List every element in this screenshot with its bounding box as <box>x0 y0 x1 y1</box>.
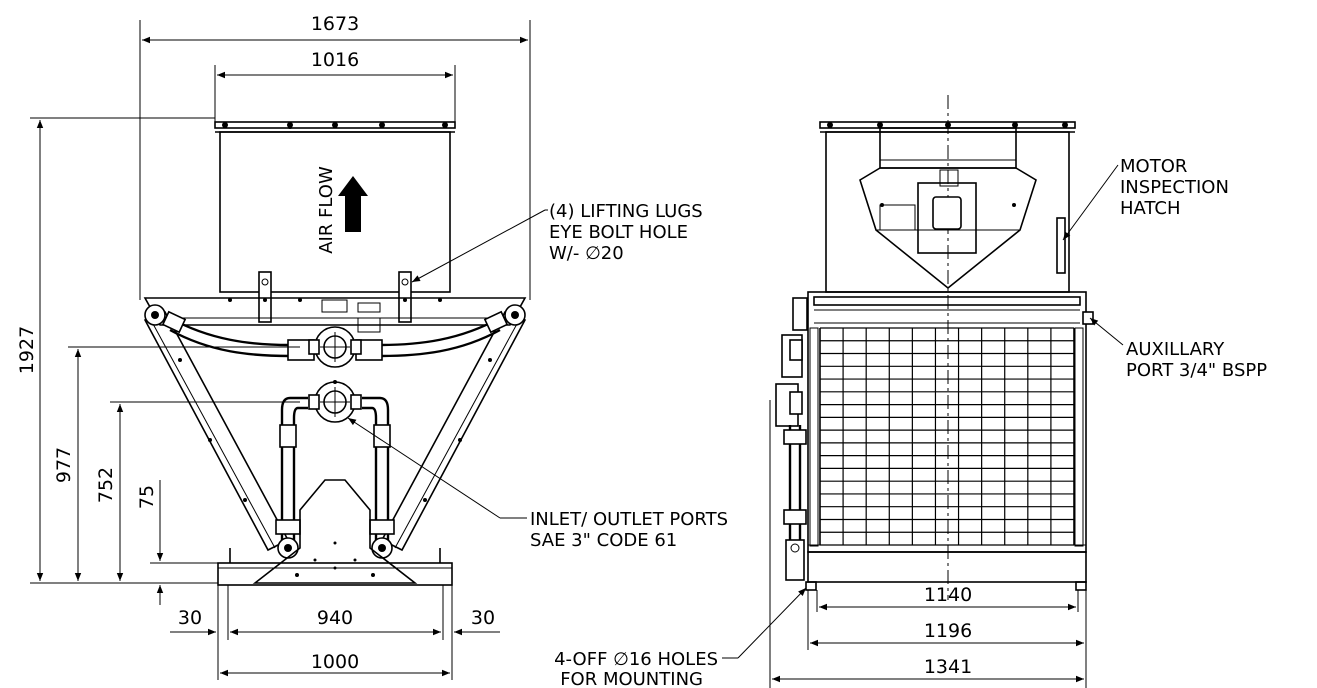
dim-label-752: 752 <box>95 467 117 503</box>
motor-note-line-2: INSPECTION <box>1120 177 1229 198</box>
mounting-note-line-1: 4-OFF ∅16 HOLES <box>554 649 718 670</box>
mounting-callout: 4-OFF ∅16 HOLES FOR MOUNTING <box>554 587 807 688</box>
dim-overall-height: 1927 <box>16 117 218 584</box>
side-fittings <box>775 297 808 581</box>
dim-label-977: 977 <box>53 447 75 483</box>
dim-overall-width: 1673 <box>139 13 531 300</box>
ports-note-line-2: SAE 3" CODE 61 <box>530 530 677 551</box>
aux-port-callout: AUXILLARY PORT 3/4" BSPP <box>1089 317 1267 381</box>
lifting-lugs-line-2: EYE BOLT HOLE <box>549 222 688 243</box>
lower-port-flange <box>308 380 362 423</box>
dim-upper-port-height: 977 <box>53 346 300 581</box>
dim-label-30-left: 30 <box>178 607 202 629</box>
dim-label-1000: 1000 <box>311 651 359 673</box>
dim-plenum-width: 1016 <box>214 49 456 125</box>
dim-bottom-row: 30 940 30 1000 <box>170 585 500 680</box>
lifting-lugs-line-1: (4) LIFTING LUGS <box>549 201 703 222</box>
support-leg-right <box>380 304 527 552</box>
aux-note-line-2: PORT 3/4" BSPP <box>1126 360 1267 381</box>
dim-label-940: 940 <box>317 607 353 629</box>
ports-note-line-1: INLET/ OUTLET PORTS <box>530 509 728 530</box>
aux-note-line-1: AUXILLARY <box>1126 339 1225 360</box>
mounting-note-line-2: FOR MOUNTING <box>560 669 703 688</box>
support-leg-left <box>143 304 290 552</box>
fan-motor-housing <box>859 127 1037 290</box>
auxiliary-port <box>1082 311 1094 325</box>
frame-beam <box>143 297 527 333</box>
motor-hatch-callout: MOTOR INSPECTION HATCH <box>1062 156 1229 241</box>
airflow-arrow: AIR FLOW <box>316 166 368 254</box>
dim-label-1196: 1196 <box>924 620 972 642</box>
dim-label-1140: 1140 <box>924 584 972 606</box>
fan-plenum <box>214 121 456 293</box>
side-dims: 1140 1196 1341 <box>769 400 1087 688</box>
lifting-lugs-line-3: W/- ∅20 <box>549 243 624 264</box>
motor-note-line-1: MOTOR <box>1120 156 1187 177</box>
dim-label-1673: 1673 <box>311 13 359 35</box>
motor-note-line-3: HATCH <box>1120 198 1181 219</box>
dim-label-1341: 1341 <box>924 656 972 678</box>
dim-label-30-right: 30 <box>471 607 495 629</box>
dim-label-1016: 1016 <box>311 49 359 71</box>
base-frame <box>217 479 453 586</box>
dim-label-75: 75 <box>136 485 158 509</box>
dim-base-height: 75 <box>136 480 218 605</box>
dim-lower-port-height: 752 <box>95 401 300 581</box>
ports-callout: INLET/ OUTLET PORTS SAE 3" CODE 61 <box>347 417 728 551</box>
lifting-lugs-callout: (4) LIFTING LUGS EYE BOLT HOLE W/- ∅20 <box>411 201 703 283</box>
coil-grid <box>819 327 1075 546</box>
lifting-lug <box>258 271 412 323</box>
dim-label-1927: 1927 <box>16 326 38 374</box>
upper-port-flange <box>308 326 362 368</box>
airflow-label: AIR FLOW <box>316 166 337 254</box>
side-view: MOTOR INSPECTION HATCH AUXILLARY PORT 3/… <box>769 95 1267 688</box>
inspection-hatch <box>1056 217 1066 274</box>
front-view: 1673 1016 AIR FLOW <box>16 13 807 688</box>
upper-hose <box>161 310 509 361</box>
